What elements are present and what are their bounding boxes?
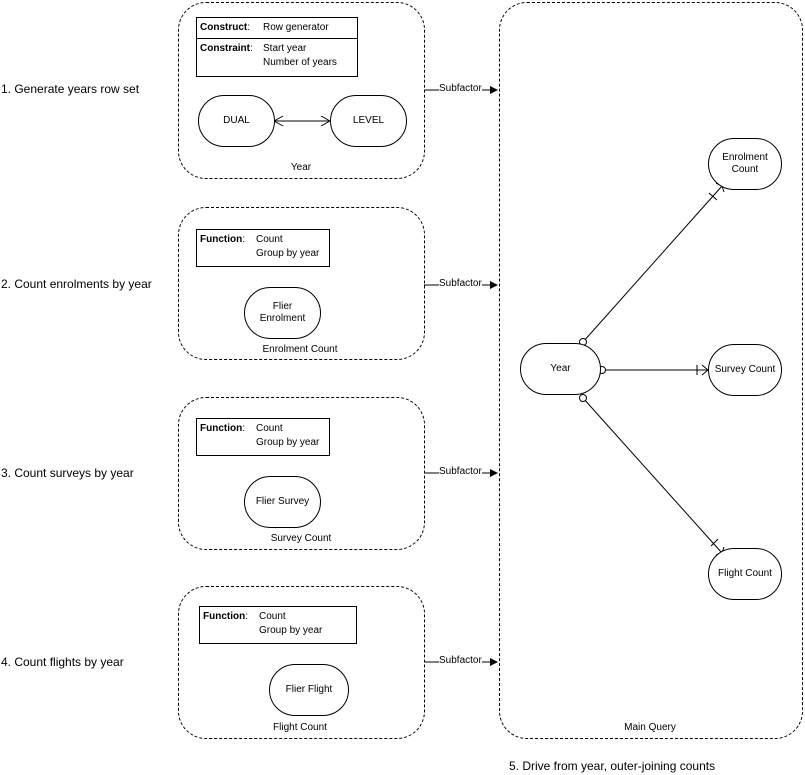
flight-group-caption: Flight Count — [273, 722, 327, 733]
enrolment-info-box: Function: Count Group by year — [196, 229, 330, 267]
survey-group-caption: Survey Count — [270, 533, 332, 544]
flight-count-entity: Flight Count — [708, 548, 782, 600]
year-group-caption: Year — [290, 162, 312, 173]
survey-count-group — [178, 397, 425, 550]
step-3-label: 3. Count surveys by year — [1, 466, 134, 480]
flight-function-value-1: Count — [259, 611, 286, 622]
flight-count-group — [178, 586, 425, 739]
main-query-group — [499, 2, 803, 739]
construct-key: Construct — [200, 22, 248, 33]
step-1-label: 1. Generate years row set — [1, 82, 140, 96]
survey-function-key: Function — [200, 423, 243, 434]
enrolment-group-caption: Enrolment Count — [262, 344, 338, 355]
dual-entity: DUAL — [198, 95, 275, 147]
construct-value: Row generator — [263, 22, 329, 33]
step-4-label: 4. Count flights by year — [1, 655, 124, 669]
survey-function-value-1: Count — [256, 423, 283, 434]
main-query-caption: Main Query — [624, 722, 676, 733]
flier-flight-entity: Flier Flight — [269, 664, 349, 716]
enrolment-function-value-1: Count — [256, 234, 283, 245]
flier-survey-entity: Flier Survey — [244, 476, 321, 528]
constraint-value-2: Number of years — [263, 57, 337, 68]
step-5-label: 5. Drive from year, outer-joining counts — [509, 759, 716, 773]
dual-level-relationship — [273, 115, 331, 127]
survey-function-value-2: Group by year — [256, 437, 320, 448]
step-2-label: 2. Count enrolments by year — [1, 277, 152, 291]
enrolment-count-entity: Enrolment Count — [708, 138, 782, 190]
constraint-key: Constraint — [200, 43, 250, 54]
flight-function-value-2: Group by year — [259, 625, 323, 636]
level-entity: LEVEL — [330, 95, 407, 147]
constraint-value-1: Start year — [263, 43, 307, 54]
subfactor-label-enrolment: Subfactor — [439, 278, 482, 289]
year-entity: Year — [520, 343, 601, 395]
survey-count-entity: Survey Count — [708, 344, 782, 396]
flight-function-key: Function — [203, 611, 246, 622]
enrolment-count-group — [178, 207, 425, 360]
enrolment-function-key: Function — [200, 234, 243, 245]
survey-info-box: Function: Count Group by year — [196, 418, 330, 456]
flight-info-box: Function: Count Group by year — [199, 606, 357, 644]
flier-enrolment-entity: Flier Enrolment — [244, 287, 321, 339]
subfactor-label-flight: Subfactor — [439, 655, 482, 666]
subfactor-label-survey: Subfactor — [439, 466, 482, 477]
enrolment-function-value-2: Group by year — [256, 248, 320, 259]
year-info-box: Construct: Row generator Constraint: Sta… — [196, 17, 358, 77]
year-group — [178, 2, 425, 179]
subfactor-label-year: Subfactor — [439, 83, 482, 94]
